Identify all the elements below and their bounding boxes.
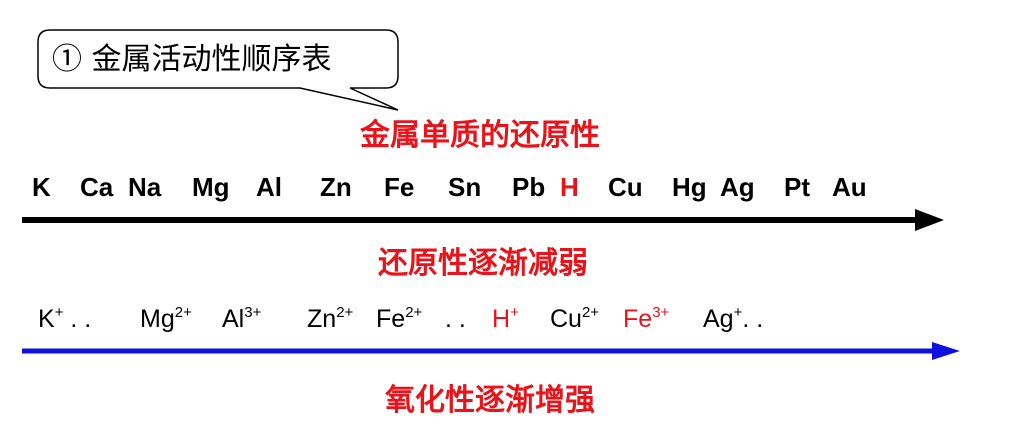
ion-label-hydrogen: H+ [492,304,519,333]
ion-label: Fe2+ [376,304,423,333]
ion-label: K+ . . [38,304,92,333]
element-symbol: K [32,172,51,202]
callout-shape [37,29,399,111]
oxidizing-arrow [22,342,960,360]
element-symbol-hydrogen: H [560,172,579,202]
element-symbol: Ca [80,172,114,202]
arrow-head [915,209,944,231]
ion-label: Al3+ [222,304,262,333]
element-symbol: Na [128,172,162,202]
ion-label-iron-iii: Fe3+ [623,304,670,333]
caption-reducing-trend: 还原性逐渐减弱 [378,246,588,281]
callout-title: ① 金属活动性顺序表 [52,42,332,77]
ion-label: Mg2+ [140,304,192,333]
caption-reducing-property: 金属单质的还原性 [360,118,600,153]
caption-oxidizing-trend: 氧化性逐渐增强 [385,383,595,418]
element-symbol: Cu [608,172,643,202]
ion-ellipsis: . . [445,305,466,333]
element-symbol: Mg [192,172,230,202]
element-symbol: Au [832,172,867,202]
element-symbol: Zn [320,172,352,202]
ion-label: Cu2+ [550,304,600,333]
element-symbol: Hg [672,172,707,202]
reducing-arrow [22,209,944,231]
ion-label: Zn2+ [307,304,354,333]
element-symbol: Pt [784,172,810,202]
element-symbol: Sn [448,172,482,202]
element-symbol: Pb [512,172,546,202]
element-symbol: Al [256,172,282,202]
element-symbol: Ag [720,172,755,202]
element-symbol: Fe [384,172,415,202]
arrow-head [932,342,960,360]
ion-label: Ag+. . [703,304,764,333]
